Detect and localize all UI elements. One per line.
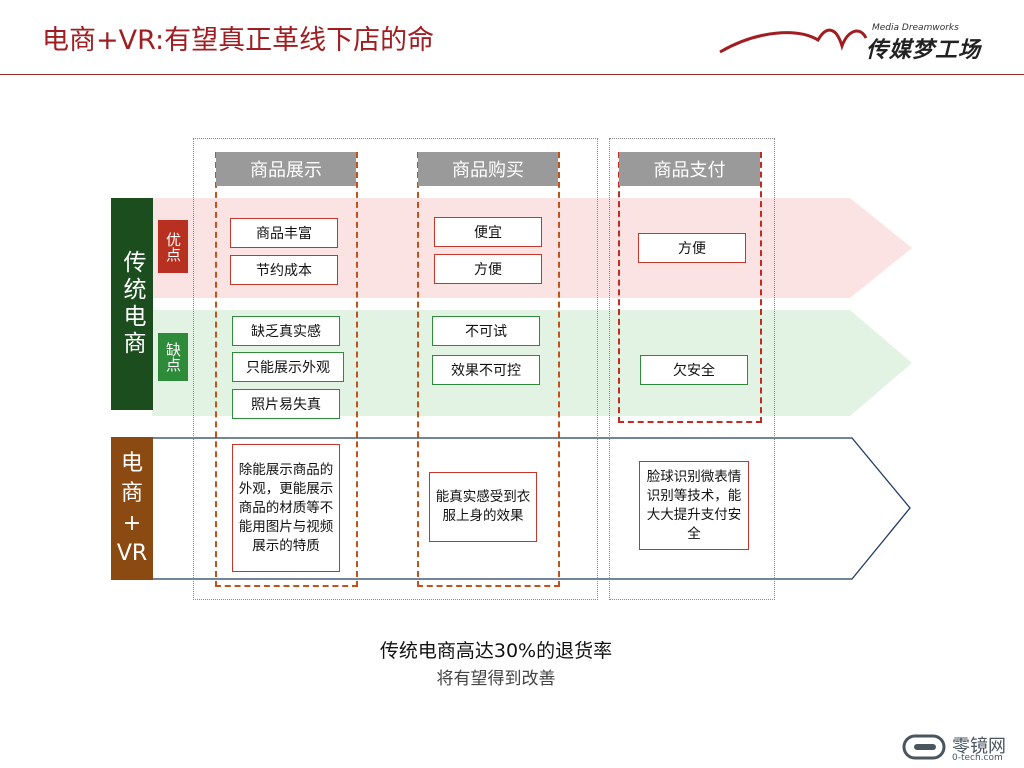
footer-line-2: 将有望得到改善 — [436, 669, 556, 689]
column-header-payment: 商品支付 — [619, 152, 760, 186]
row-header-vr-line1: 电 — [120, 450, 143, 476]
pro-payment-1: 方便 — [638, 233, 746, 263]
row-header-traditional: 传统电商 — [111, 198, 153, 410]
row-header-vr-line2: 商 — [120, 480, 143, 506]
column-header-purchase: 商品购买 — [418, 152, 558, 186]
pros-label-text: 优点 — [164, 231, 182, 262]
pro-purchase-2: 方便 — [434, 254, 542, 284]
pro-display-2: 节约成本 — [230, 255, 338, 285]
con-display-2: 只能展示外观 — [232, 352, 344, 382]
title-divider — [0, 74, 1024, 75]
cons-label: 缺点 — [158, 333, 188, 381]
watermark-logo-icon — [902, 734, 946, 760]
con-purchase-2: 效果不可控 — [432, 355, 540, 385]
column-header-display: 商品展示 — [216, 152, 356, 186]
watermark-domain: 0-tech.com — [952, 753, 1003, 763]
logo-chinese: 传媒梦工场 — [866, 38, 982, 63]
watermark-name: 零镜网 — [952, 736, 1006, 757]
con-display-3: 照片易失真 — [232, 389, 340, 419]
row-header-traditional-label: 传统电商 — [119, 250, 145, 358]
pros-label: 优点 — [158, 220, 188, 273]
payment-group — [609, 138, 775, 600]
pros-band — [152, 198, 912, 298]
vr-display-box: 除能展示商品的外观，更能展示商品的材质等不能用图片与视频展示的特质 — [232, 444, 340, 572]
con-display-1: 缺乏真实感 — [232, 316, 340, 346]
con-payment-1: 欠安全 — [640, 355, 748, 385]
vr-purchase-box: 能真实感受到衣服上身的效果 — [429, 472, 537, 542]
con-purchase-1: 不可试 — [432, 316, 540, 346]
footer-line-1: 传统电商高达30%的退货率 — [379, 640, 613, 662]
logo-english: Media Dreamworks — [872, 23, 959, 33]
pro-purchase-1: 便宜 — [434, 217, 542, 247]
row-header-vr-line3: + — [122, 510, 142, 536]
pro-display-1: 商品丰富 — [230, 218, 338, 248]
logo-swoosh-icon — [719, 28, 868, 54]
vr-payment-box: 脸球识别微表情识别等技术，能大大提升支付安全 — [639, 461, 749, 550]
display-purchase-group — [193, 138, 598, 600]
row-header-vr-line4: VR — [116, 540, 148, 566]
page-title: 电商+VR:有望真正革线下店的命 — [42, 25, 435, 56]
cons-label-text: 缺点 — [164, 342, 182, 372]
row-header-vr: 电 商 + VR — [111, 437, 153, 580]
